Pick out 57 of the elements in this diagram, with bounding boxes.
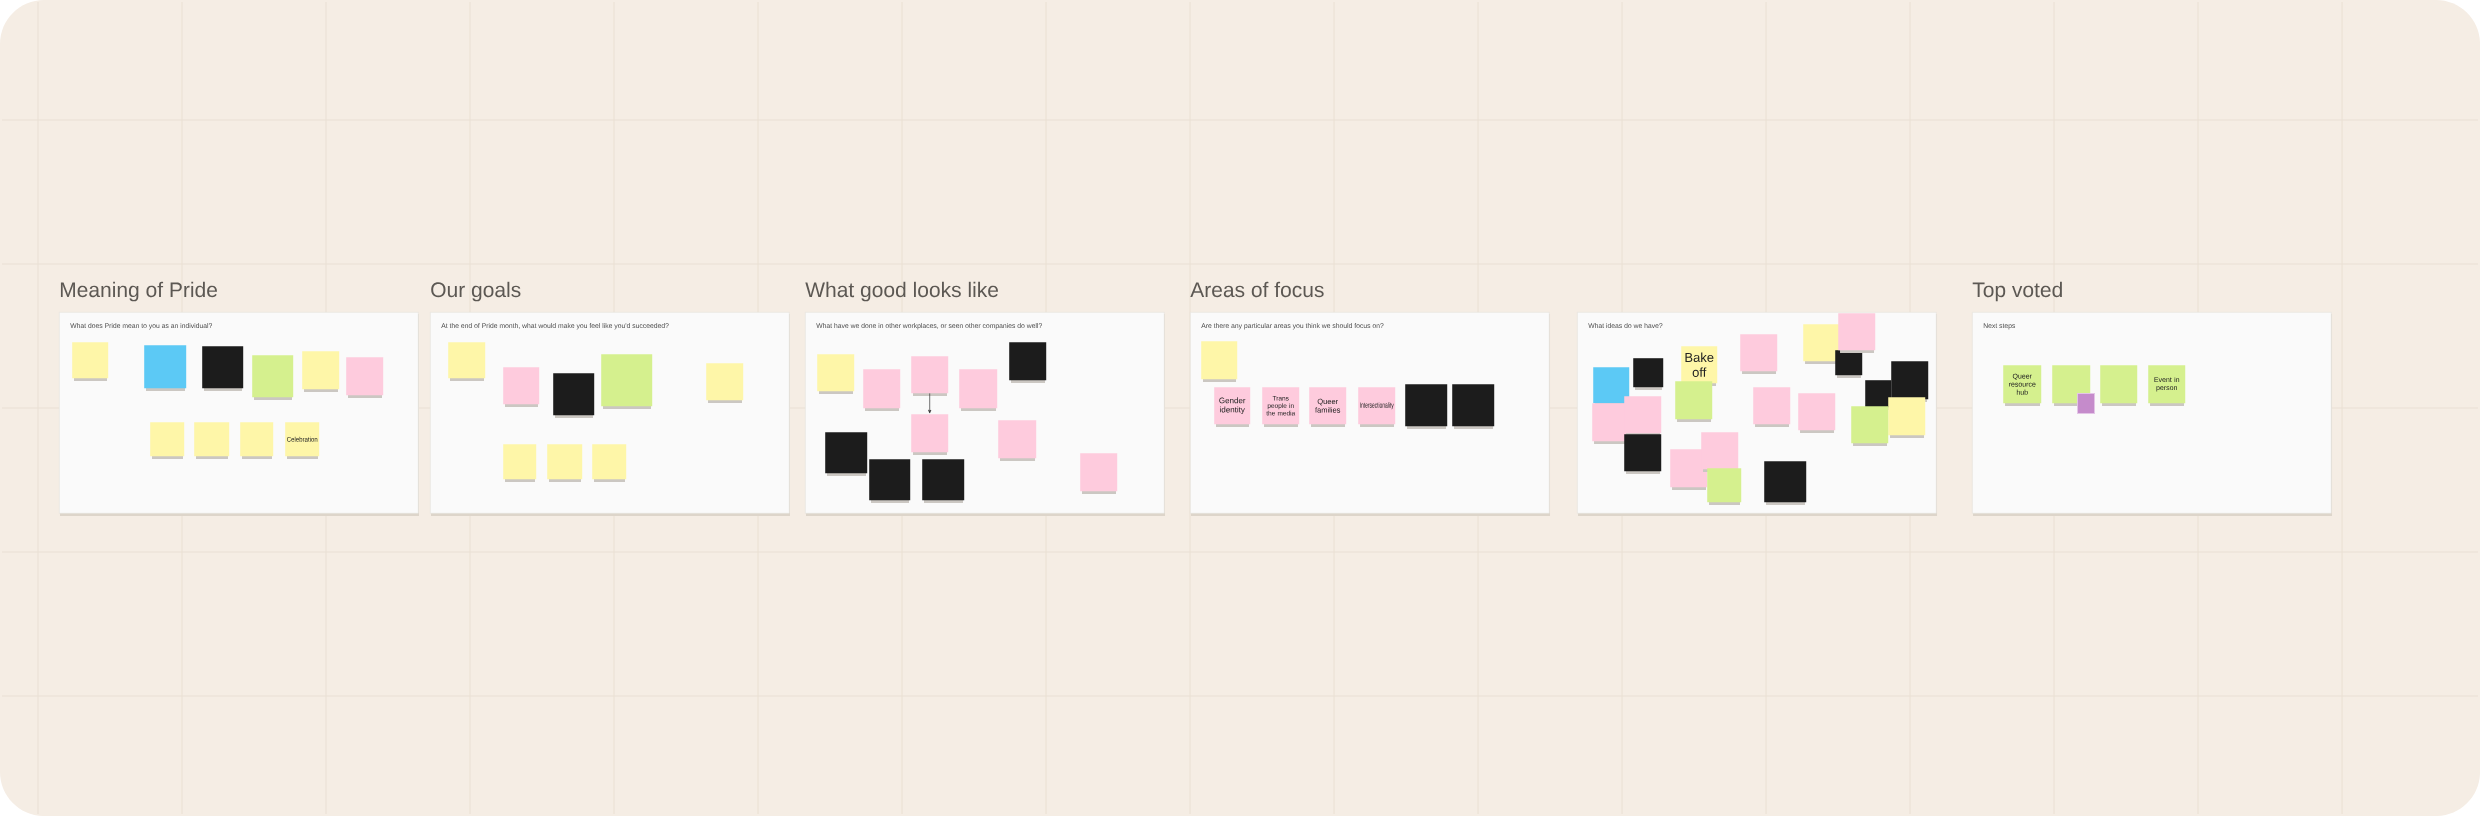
sticky-note xyxy=(2052,365,2091,406)
sticky-note xyxy=(1670,449,1708,490)
sticky-note xyxy=(706,363,744,403)
frame-title: Meaning of Pride xyxy=(60,281,217,302)
sticky-note xyxy=(1888,397,1926,438)
sticky-note xyxy=(1405,384,1448,429)
frame-title: What good looks like xyxy=(805,281,998,302)
sticky-note xyxy=(1753,387,1791,427)
sticky-note xyxy=(1740,334,1778,374)
sticky-note xyxy=(503,367,540,407)
sticky-note xyxy=(252,355,294,400)
sticky-note xyxy=(1675,381,1713,422)
arrow xyxy=(928,393,932,414)
sticky-note: Bake off xyxy=(1681,346,1718,386)
sticky-note xyxy=(202,346,244,391)
sticky-note xyxy=(2100,365,2138,406)
sticky-note xyxy=(1707,468,1742,505)
sticky-note xyxy=(817,354,855,394)
sticky-note xyxy=(869,459,911,503)
sticky-note xyxy=(911,414,949,455)
frame-title: Our goals xyxy=(431,281,521,302)
sticky-note xyxy=(1701,432,1739,472)
sticky-note xyxy=(911,356,949,396)
sticky-note xyxy=(346,357,384,398)
frame-title: Areas of focus xyxy=(1190,281,1324,298)
sticky-note xyxy=(1009,342,1047,383)
sticky-note xyxy=(601,354,653,409)
sticky-note xyxy=(1201,341,1238,382)
sticky-note xyxy=(1624,434,1662,474)
sticky-note xyxy=(240,422,274,459)
sticky-note xyxy=(144,345,187,391)
sticky-note xyxy=(72,342,109,381)
sticky-note xyxy=(959,369,998,411)
sticky-note xyxy=(825,432,868,476)
sticky-note xyxy=(1593,367,1630,406)
sticky-note xyxy=(1851,406,1889,446)
sticky-note xyxy=(448,342,486,381)
sticky-note xyxy=(150,422,185,459)
sticky-note xyxy=(863,369,901,411)
sticky-note xyxy=(1838,313,1876,353)
sticky-note xyxy=(302,351,340,392)
sticky-note xyxy=(1803,324,1840,364)
sticky-note xyxy=(1452,384,1495,429)
sticky-note xyxy=(503,444,537,482)
sticky-note xyxy=(1624,396,1662,436)
sticky-note xyxy=(553,373,595,418)
frame-title: Top voted xyxy=(1972,281,2062,302)
sticky-note xyxy=(1764,461,1807,505)
sticky-note xyxy=(547,444,583,482)
sticky-note xyxy=(922,459,965,503)
sticky-note xyxy=(1633,358,1664,390)
sticky-note: Gender identity xyxy=(1214,387,1251,427)
sticky-note xyxy=(194,422,230,459)
sticky-note xyxy=(1080,453,1118,494)
sticky-note xyxy=(592,444,627,482)
sticky-note xyxy=(998,420,1037,461)
sticky-note xyxy=(1798,393,1836,433)
